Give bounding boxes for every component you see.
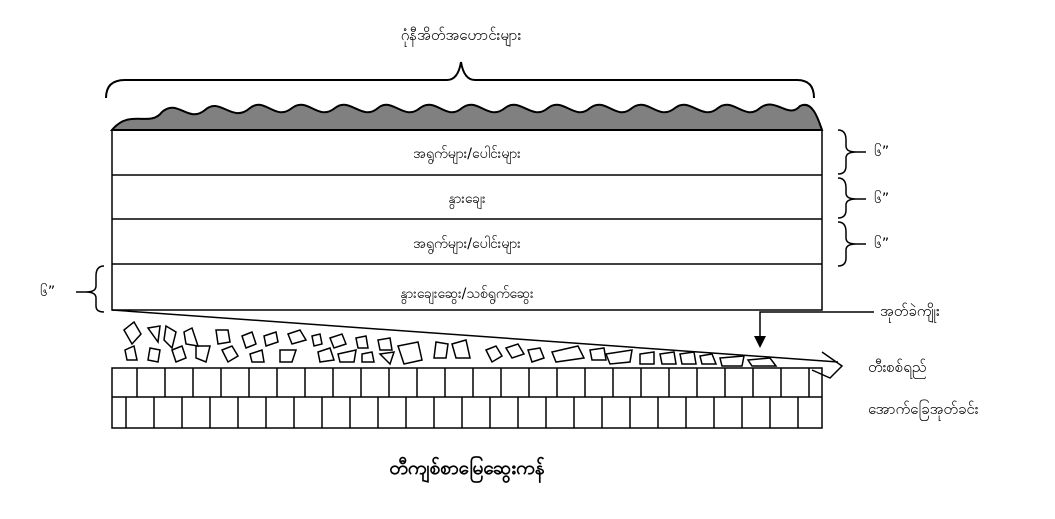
drain-label: တီးစစ်ရည် xyxy=(868,358,927,376)
slope-line xyxy=(111,309,839,363)
depth-braces-right xyxy=(837,129,866,267)
top-brace xyxy=(105,61,815,99)
layer-3-label: အရွက်များ/ပေါင်းများ xyxy=(413,236,521,252)
base-label: အောက်ခြေအုတ်ခင်း xyxy=(868,400,979,418)
depth-brace-left xyxy=(76,265,105,313)
depth-label-1: ၆” xyxy=(874,144,890,160)
layer-4-label: နွားချေးဆွေး/သစ်ရွက်ဆွေး xyxy=(400,286,534,302)
rubble-label: အုတ်ခဲကျိုး xyxy=(880,302,940,320)
diagram-title: တီကျစ်စာမြေဆွေးကန် xyxy=(389,457,545,479)
layer-frame xyxy=(111,129,823,311)
top-label: ဂုံနီအိတ်အဟောင်းများ xyxy=(400,26,522,44)
brick-rubble xyxy=(123,320,778,367)
layer-2-label: နွားချေး xyxy=(448,191,486,207)
mulch-cover xyxy=(109,103,824,131)
depth-label-4: ၆” xyxy=(40,284,56,300)
layer-1-label: အရွက်များ/ပေါင်းများ xyxy=(413,146,521,162)
depth-label-2: ၆” xyxy=(874,191,890,207)
depth-label-3: ၆” xyxy=(874,236,890,252)
rubble-arrow xyxy=(754,311,874,348)
brick-base xyxy=(111,367,823,429)
drain-outlet xyxy=(811,351,844,379)
